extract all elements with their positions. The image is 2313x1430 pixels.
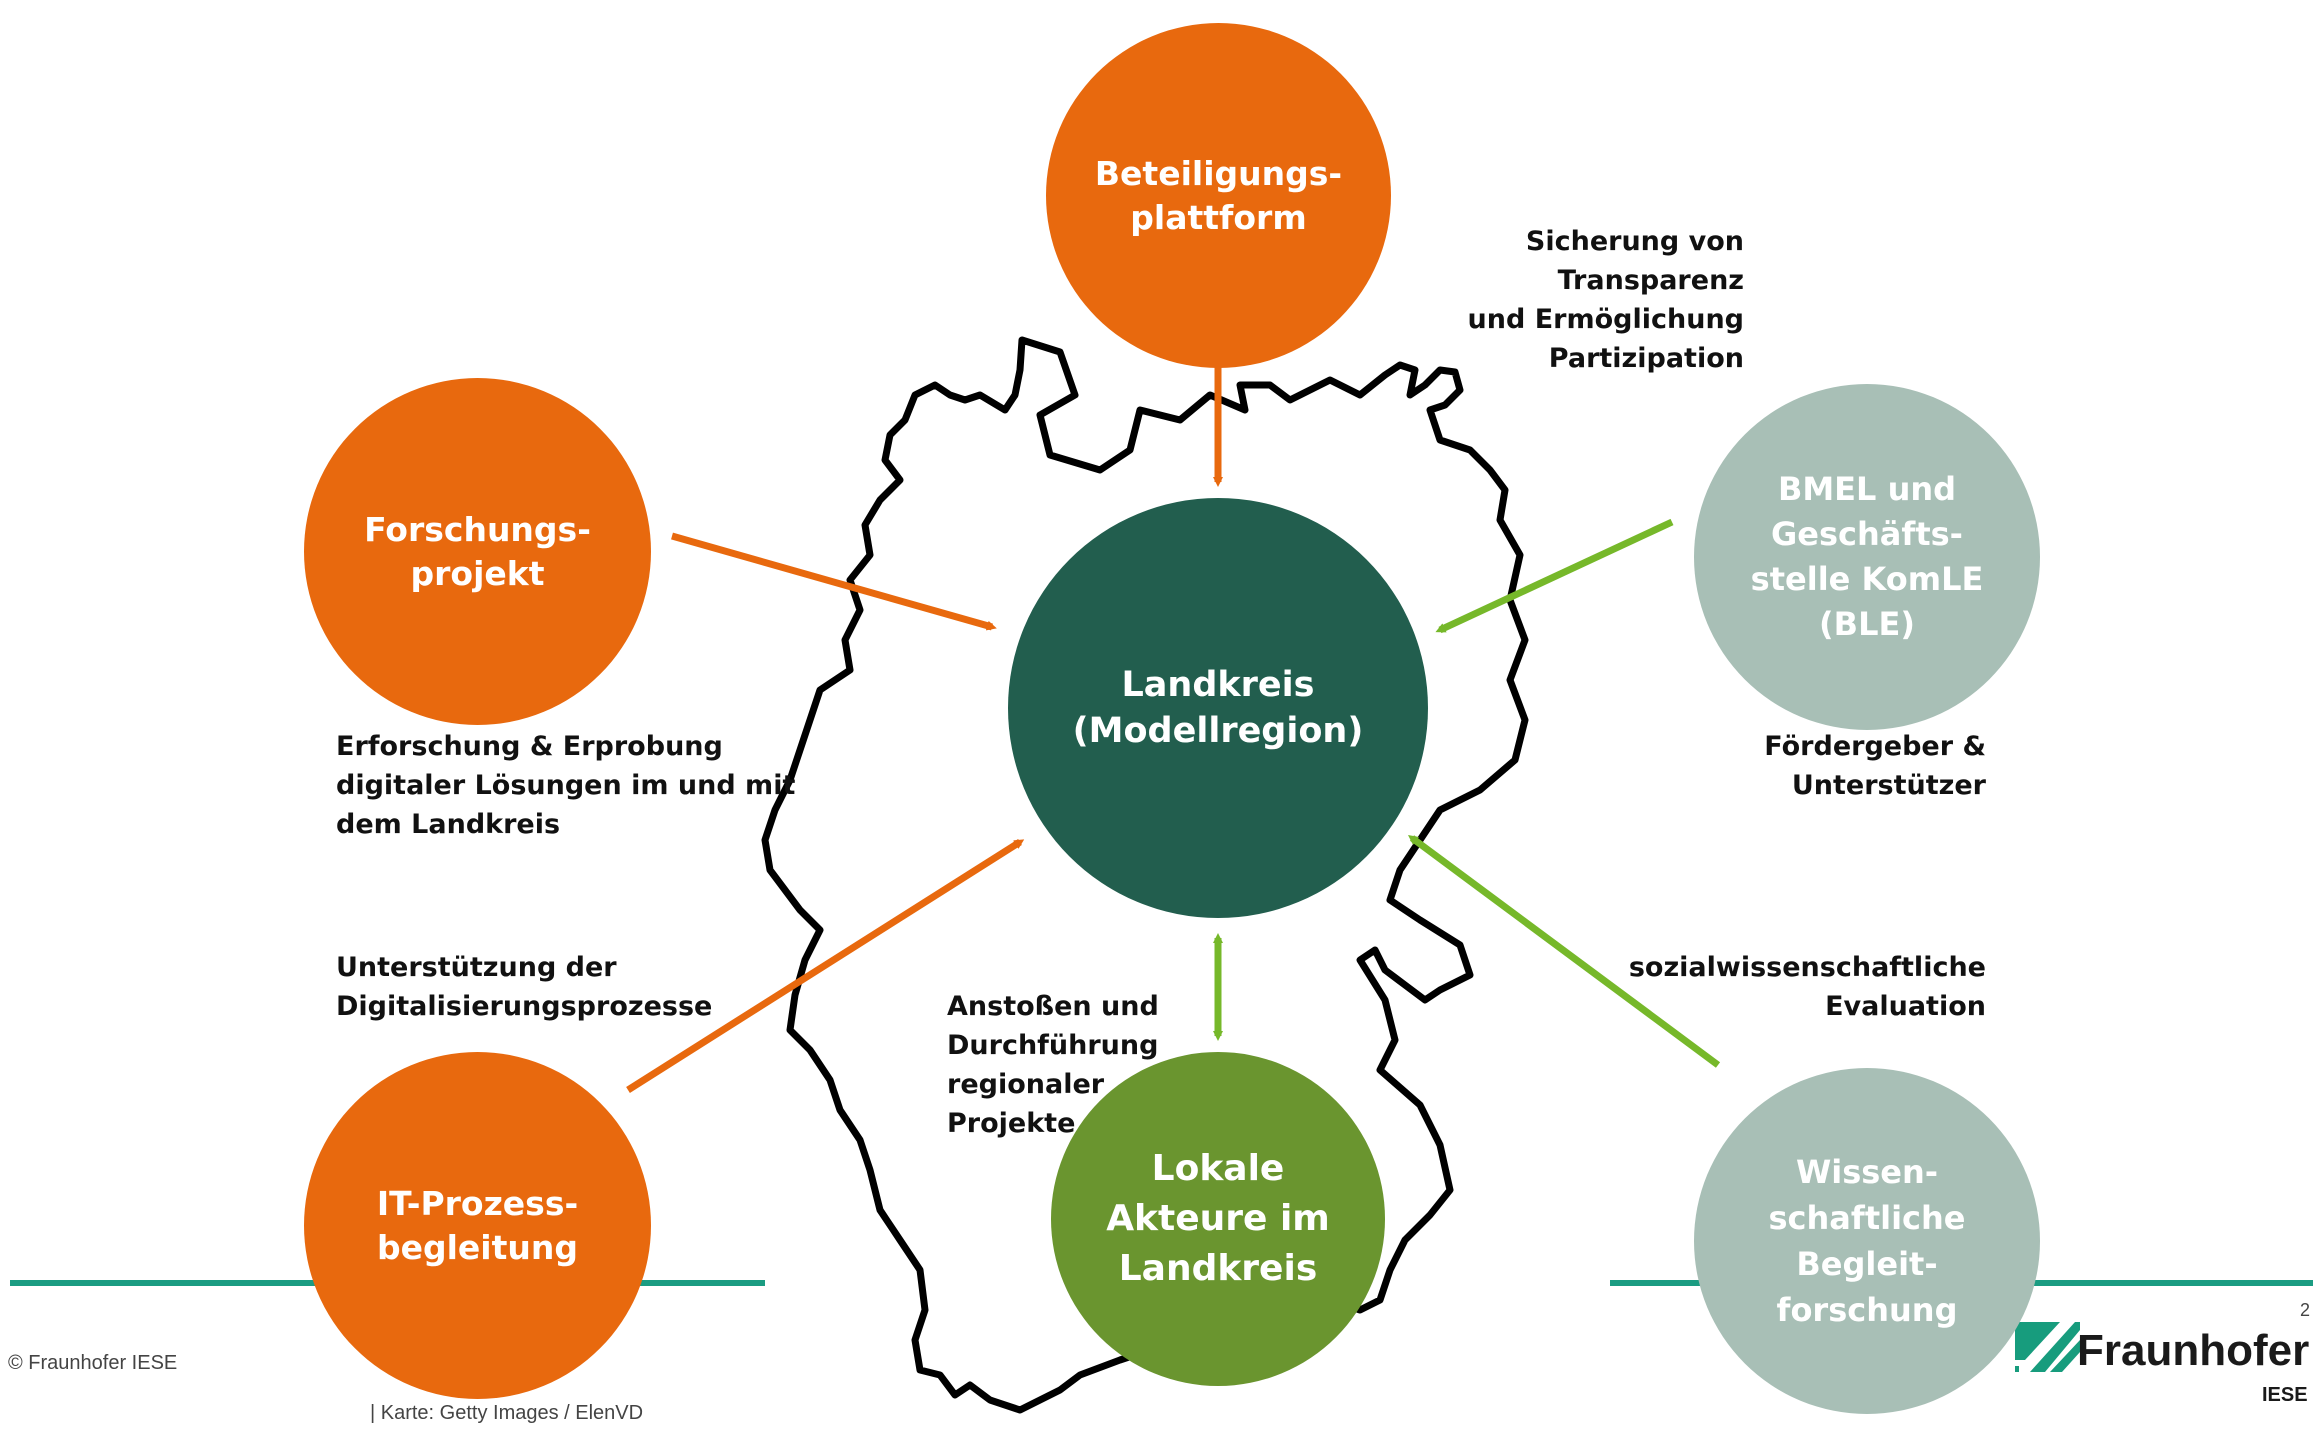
fraunhofer-logo-text: Fraunhofer <box>2077 1326 2310 1375</box>
arrow-wissenschaft-to-center <box>1407 835 1721 1068</box>
node-it-prozessbegleitung: IT-Prozess- begleitung <box>304 1052 651 1399</box>
node-beteiligungsplattform-text: Beteiligungs- plattform <box>1094 153 1343 237</box>
node-forschungsprojekt-text: Forschungs- projekt <box>364 509 591 593</box>
label-evaluation: sozialwissenschaftliche Evaluation <box>1628 952 1986 1022</box>
label-transparenz: Sicherung von Transparenz und Ermöglichu… <box>1467 226 1744 374</box>
image-credit: | Karte: Getty Images / ElenVD <box>370 1402 644 1424</box>
arrow-bmel-to-center <box>1435 518 1674 634</box>
fraunhofer-logo-sub: IESE <box>2262 1384 2308 1406</box>
node-forschungsprojekt: Forschungs- projekt <box>304 378 651 725</box>
copyright-text: © Fraunhofer IESE <box>8 1352 178 1374</box>
fraunhofer-logo-icon <box>2015 1322 2080 1372</box>
node-begleitforschung-text: Wissen- schaftliche Begleit- forschung <box>1768 1153 1966 1329</box>
node-bmel-text: BMEL und Geschäfts- stelle KomLE (BLE) <box>1750 470 1984 643</box>
label-foerdergeber: Fördergeber & Unterstützer <box>1764 731 1986 801</box>
label-digitalisierung: Unterstützung der Digitalisierungsprozes… <box>336 952 713 1022</box>
node-landkreis: Landkreis (Modellregion) <box>1008 498 1428 918</box>
node-bmel: BMEL und Geschäfts- stelle KomLE (BLE) <box>1694 384 2040 730</box>
node-it-prozessbegleitung-text: IT-Prozess- begleitung <box>376 1183 579 1267</box>
node-landkreis-text: Landkreis (Modellregion) <box>1072 665 1364 751</box>
arrow-it-to-center <box>626 839 1025 1093</box>
germany-map-outline <box>761 336 1529 1414</box>
node-lokale-akteure-text: Lokale Akteure im Landkreis <box>1106 1148 1330 1289</box>
node-begleitforschung: Wissen- schaftliche Begleit- forschung <box>1694 1068 2040 1414</box>
label-erforschung: Erforschung & Erprobung digitaler Lösung… <box>336 731 796 840</box>
label-anstossen: Anstoßen und Durchführung regionaler Pro… <box>947 991 1159 1139</box>
page-number: 2 <box>2300 1300 2311 1320</box>
node-lokale-akteure: Lokale Akteure im Landkreis <box>1051 1052 1385 1386</box>
node-beteiligungsplattform: Beteiligungs- plattform <box>1046 23 1391 368</box>
arrow-forschung-to-center <box>671 532 997 631</box>
